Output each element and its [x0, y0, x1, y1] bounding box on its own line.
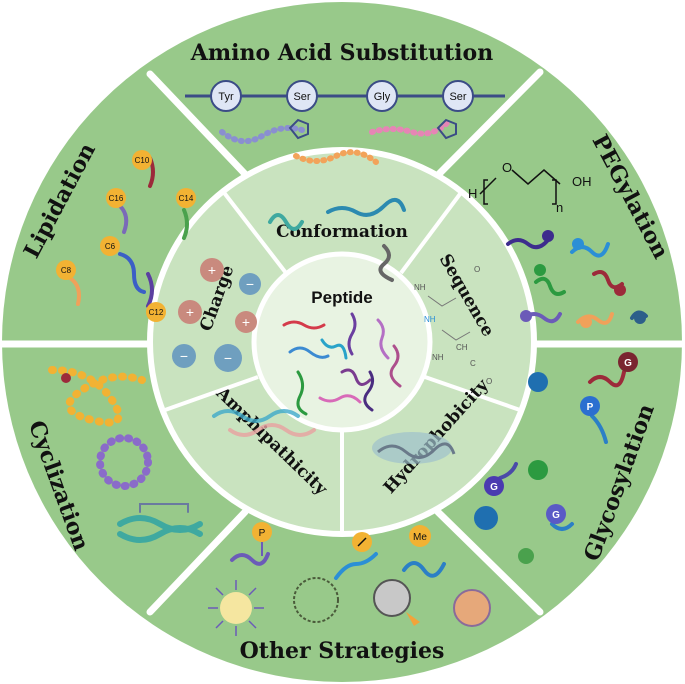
svg-text:G: G: [624, 358, 632, 369]
label-other-strategies: Other Strategies: [240, 638, 445, 664]
amino-acid-node-tyr: Tyr: [210, 80, 242, 112]
svg-text:OH: OH: [572, 174, 592, 189]
inner-dividers: [164, 188, 521, 532]
peptide-chains-illustration: [282, 312, 402, 416]
svg-text:P: P: [587, 402, 594, 413]
lipid-tag-c14: C14: [176, 188, 196, 208]
sequence-illustration: NH NH NH CH C O O: [414, 265, 492, 386]
glycosylation-illustration: G P G G: [474, 352, 638, 564]
svg-text:O: O: [502, 160, 512, 175]
label-peptide: Peptide: [311, 288, 372, 307]
svg-text:Me: Me: [413, 532, 427, 543]
svg-text:C8: C8: [61, 266, 72, 275]
conformation-illustration: [268, 198, 406, 282]
svg-text:G: G: [552, 510, 560, 521]
amphipathicity-illustration: [212, 409, 316, 437]
lipid-tag-c8: C8: [56, 260, 76, 280]
amino-acid-node-ser-2: Ser: [442, 80, 474, 112]
cyclization-illustration: [48, 366, 203, 543]
lipid-tag-c10: C10: [132, 150, 152, 170]
svg-text:−: −: [180, 348, 188, 364]
svg-text:O: O: [474, 265, 480, 274]
glyco-tag-g-3: G: [546, 504, 566, 524]
svg-text:+: +: [208, 262, 216, 278]
svg-text:O: O: [486, 377, 492, 386]
other-tag-me: Me: [409, 525, 431, 547]
lipid-tag-c12: C12: [146, 302, 166, 322]
svg-text:+: +: [186, 304, 194, 320]
other-tag-p: P: [252, 522, 272, 542]
svg-text:CH: CH: [456, 343, 468, 352]
charge-illustration: + − + + − −: [172, 258, 261, 372]
amino-acid-node-ser: Ser: [286, 80, 318, 112]
svg-text:−: −: [246, 276, 254, 292]
amino-acid-chain-illustration: Tyr Ser Gly Ser: [185, 80, 505, 165]
glyco-tag-p: P: [580, 396, 600, 416]
svg-text:NH: NH: [424, 315, 436, 324]
svg-text:C10: C10: [135, 156, 150, 165]
svg-text:Tyr: Tyr: [218, 91, 234, 103]
label-conformation: Conformation: [276, 222, 408, 242]
svg-text:NH: NH: [432, 353, 444, 362]
lipid-tag-c16: C16: [106, 188, 126, 208]
svg-text:Gly: Gly: [374, 91, 391, 103]
lipidation-illustration: C10 C16 C14 C6 C8 C12: [56, 150, 196, 322]
outer-dividers: [0, 68, 685, 616]
glyco-tag-g-2: G: [484, 476, 504, 496]
svg-text:C: C: [470, 359, 476, 368]
svg-text:Ser: Ser: [449, 91, 466, 103]
lipid-tag-c6: C6: [100, 236, 120, 256]
pegylated-peptides-illustration: [506, 230, 648, 328]
center-disc: [251, 251, 433, 433]
svg-text:G: G: [490, 482, 498, 493]
label-amino-acid-substitution: Amino Acid Substitution: [190, 40, 493, 66]
svg-text:Ser: Ser: [293, 91, 310, 103]
other-strategies-illustration: P Me: [208, 522, 491, 636]
svg-text:C12: C12: [149, 308, 164, 317]
peg-formula: H O OH n: [468, 160, 592, 215]
glyco-tag-g-1: G: [618, 352, 638, 372]
svg-text:−: −: [224, 350, 232, 366]
amino-acid-node-gly: Gly: [366, 80, 398, 112]
svg-text:C14: C14: [179, 194, 194, 203]
svg-text:NH: NH: [414, 283, 426, 292]
svg-text:C16: C16: [109, 194, 124, 203]
svg-text:+: +: [242, 314, 250, 330]
svg-text:P: P: [259, 528, 266, 539]
hydrophobicity-illustration: [372, 432, 456, 464]
svg-text:C6: C6: [105, 242, 116, 251]
svg-text:n: n: [556, 200, 563, 215]
svg-text:H: H: [468, 186, 477, 201]
